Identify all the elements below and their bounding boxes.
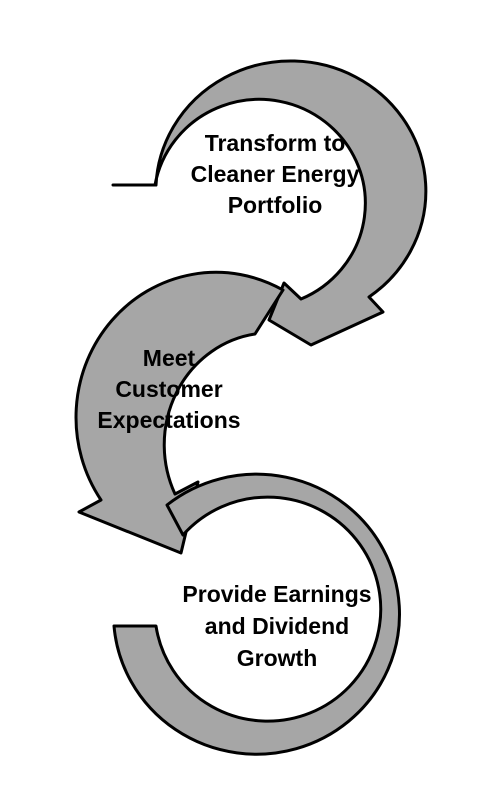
stage-3-line-1: Provide Earnings — [182, 581, 371, 607]
stage-3-label: Provide Earnings and Dividend Growth — [182, 581, 371, 671]
stage-2-line-2: Customer — [115, 376, 222, 402]
stage-1-line-3: Portfolio — [228, 192, 323, 218]
stage-2-line-3: Expectations — [97, 407, 240, 433]
stage-1-line-2: Cleaner Energy — [191, 161, 360, 187]
stage-3-line-3: Growth — [237, 645, 318, 671]
stage-3-line-2: and Dividend — [205, 613, 349, 639]
arrow-3-ring — [112, 472, 401, 756]
stage-1-label: Transform to Cleaner Energy Portfolio — [191, 130, 360, 218]
stage-2-line-1: Meet — [143, 345, 196, 371]
arrow-2-arc — [74, 270, 285, 555]
stage-1-line-1: Transform to — [205, 130, 346, 156]
stage-2-label: Meet Customer Expectations — [97, 345, 240, 433]
arrow-1-circular — [111, 59, 428, 347]
